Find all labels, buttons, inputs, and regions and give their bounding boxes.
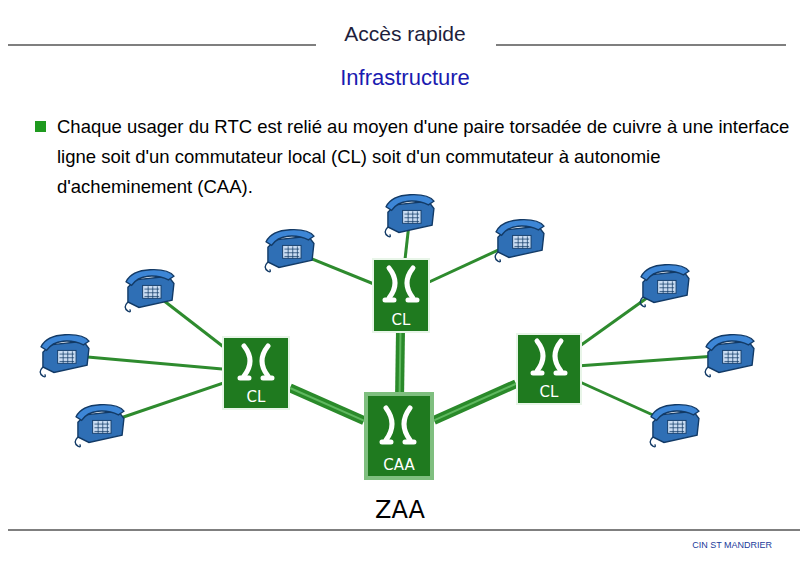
switch-box: CL: [516, 333, 582, 405]
trunk-link-core: [399, 333, 402, 392]
page-title: Accès rapide: [0, 22, 810, 46]
trunk-link-core: [290, 388, 364, 421]
bullet-text: Chaque usager du RTC est relié au moyen …: [57, 112, 792, 202]
section-heading: Infrastructure: [0, 64, 810, 92]
header-rules: [8, 45, 800, 530]
switch-name: CAA: [383, 456, 414, 476]
trunk-link: [290, 388, 364, 421]
switch-box: CL: [222, 336, 290, 410]
trunk-link-core: [434, 384, 516, 421]
trunk-link: [434, 384, 516, 421]
trunk-link: [395, 333, 405, 392]
switch-box: CL: [372, 258, 430, 333]
switch-name: CL: [392, 311, 411, 331]
footer-credit: CIN ST MANDRIER: [640, 539, 772, 551]
switch-box: CAA: [364, 392, 434, 480]
zone-label: ZAA: [330, 496, 470, 524]
bullet-square: [35, 121, 46, 132]
switch-name: CL: [540, 383, 559, 403]
switch-name: CL: [247, 388, 266, 408]
